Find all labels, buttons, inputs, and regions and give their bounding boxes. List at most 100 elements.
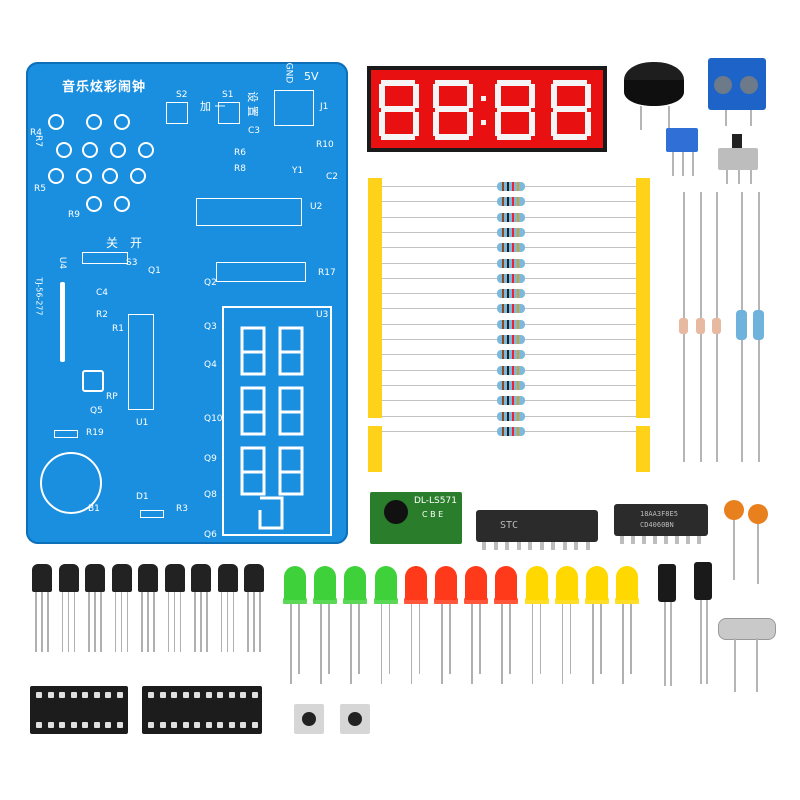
led-ring — [86, 114, 102, 130]
transistor-lead — [67, 592, 69, 652]
chip-pin — [505, 542, 509, 550]
transistor — [244, 564, 264, 592]
led-lead — [449, 604, 451, 674]
led-ring — [114, 196, 130, 212]
label-5v: 5V — [304, 70, 319, 83]
ref-u1: U1 — [136, 418, 149, 428]
resistor-band — [502, 319, 504, 329]
led-lead — [509, 604, 511, 674]
resistor — [736, 310, 747, 340]
resistor-band — [502, 411, 504, 421]
resistor-band — [507, 396, 509, 406]
resistor-band — [507, 411, 509, 421]
resistor-band — [512, 197, 514, 207]
ref-r5: R5 — [34, 184, 46, 194]
resistor-band — [502, 365, 504, 375]
transistor-lead — [247, 592, 249, 652]
pushbutton-icon — [340, 704, 370, 734]
led-base — [524, 598, 549, 604]
buzzer-body — [624, 80, 684, 106]
ref-q5: Q5 — [90, 406, 103, 416]
ref-u2: U2 — [310, 202, 323, 212]
s1-footprint — [218, 102, 240, 124]
ref-s3: S3 — [126, 258, 138, 268]
ceramic-capacitor — [748, 504, 768, 524]
transistor — [164, 564, 185, 592]
led-base — [434, 598, 458, 604]
socket-hole — [148, 722, 154, 728]
stc-chip-label: STC — [500, 520, 519, 531]
transistor-lead — [259, 592, 261, 652]
led-ring — [48, 114, 64, 130]
terminal-lead — [750, 110, 752, 126]
resistor-band — [512, 396, 514, 406]
resistor-array-footprint — [216, 262, 306, 282]
socket-hole — [105, 692, 111, 698]
resistor-band — [507, 289, 509, 299]
resistor-band — [512, 273, 514, 283]
led-lead — [569, 604, 572, 674]
resistor-tape-left-2 — [368, 426, 382, 472]
led-ring — [76, 168, 92, 184]
chip-pin — [551, 542, 555, 550]
transistor-lead — [61, 592, 63, 652]
socket-hole — [240, 722, 246, 728]
resistor-band — [512, 411, 514, 421]
ref-q6: Q6 — [204, 530, 217, 540]
chip-pin — [562, 542, 567, 550]
chip-pin — [686, 536, 690, 544]
socket-hole — [251, 692, 258, 698]
led-base — [283, 598, 307, 604]
chip-pin — [653, 536, 657, 544]
led-base — [343, 598, 368, 604]
led-lead — [410, 604, 413, 684]
ref-r3: R3 — [176, 504, 188, 514]
electrolytic-capacitor — [658, 564, 676, 602]
ref-r4: R4 — [30, 128, 42, 138]
s3-footprint — [82, 252, 128, 264]
ref-u4: U4 — [57, 256, 68, 270]
resistor-band — [517, 365, 519, 375]
led-lead — [358, 604, 360, 674]
resistor-band — [512, 227, 514, 237]
button-cap — [348, 712, 362, 726]
ref-r6: R6 — [234, 148, 246, 158]
resistor-band — [507, 319, 509, 329]
transistor-lead — [141, 592, 143, 652]
chip-pin — [631, 536, 635, 544]
label-set: 设 置 — [245, 91, 259, 117]
resistor — [497, 304, 525, 314]
chip-pin — [620, 536, 624, 544]
resistor-band — [507, 243, 509, 253]
resistor — [497, 273, 525, 283]
terminal-block — [708, 58, 766, 110]
led-lead — [320, 604, 322, 684]
chip-pin — [539, 542, 544, 550]
label-add-one: 加 一 — [200, 100, 226, 113]
socket-hole — [194, 722, 200, 728]
transistor-lead — [220, 592, 222, 652]
ref-r7: R7 — [32, 135, 43, 147]
resistor-band — [512, 319, 514, 329]
chip-pin — [585, 542, 590, 550]
pushbutton-icon — [294, 704, 324, 734]
led-base — [615, 598, 640, 604]
resistor-band — [517, 335, 519, 344]
resistor-band — [502, 182, 504, 191]
label-off: 关 — [106, 236, 119, 250]
diode — [679, 318, 688, 334]
led-ring — [138, 142, 154, 158]
power-jack-footprint — [274, 90, 314, 126]
socket-hole — [116, 692, 123, 698]
socket-hole — [93, 722, 100, 728]
resistor — [497, 335, 525, 344]
ref-j1: J1 — [320, 102, 329, 112]
resistor-band — [512, 289, 514, 299]
resistor-band — [507, 335, 509, 344]
chip-pin — [482, 542, 486, 550]
label-model: TJ-56-277 — [34, 277, 44, 316]
resistor-band — [512, 212, 514, 222]
ref-s1: S1 — [222, 90, 234, 100]
pcb-title: 音乐炫彩闹钟 — [62, 80, 147, 95]
resistor — [497, 380, 525, 390]
